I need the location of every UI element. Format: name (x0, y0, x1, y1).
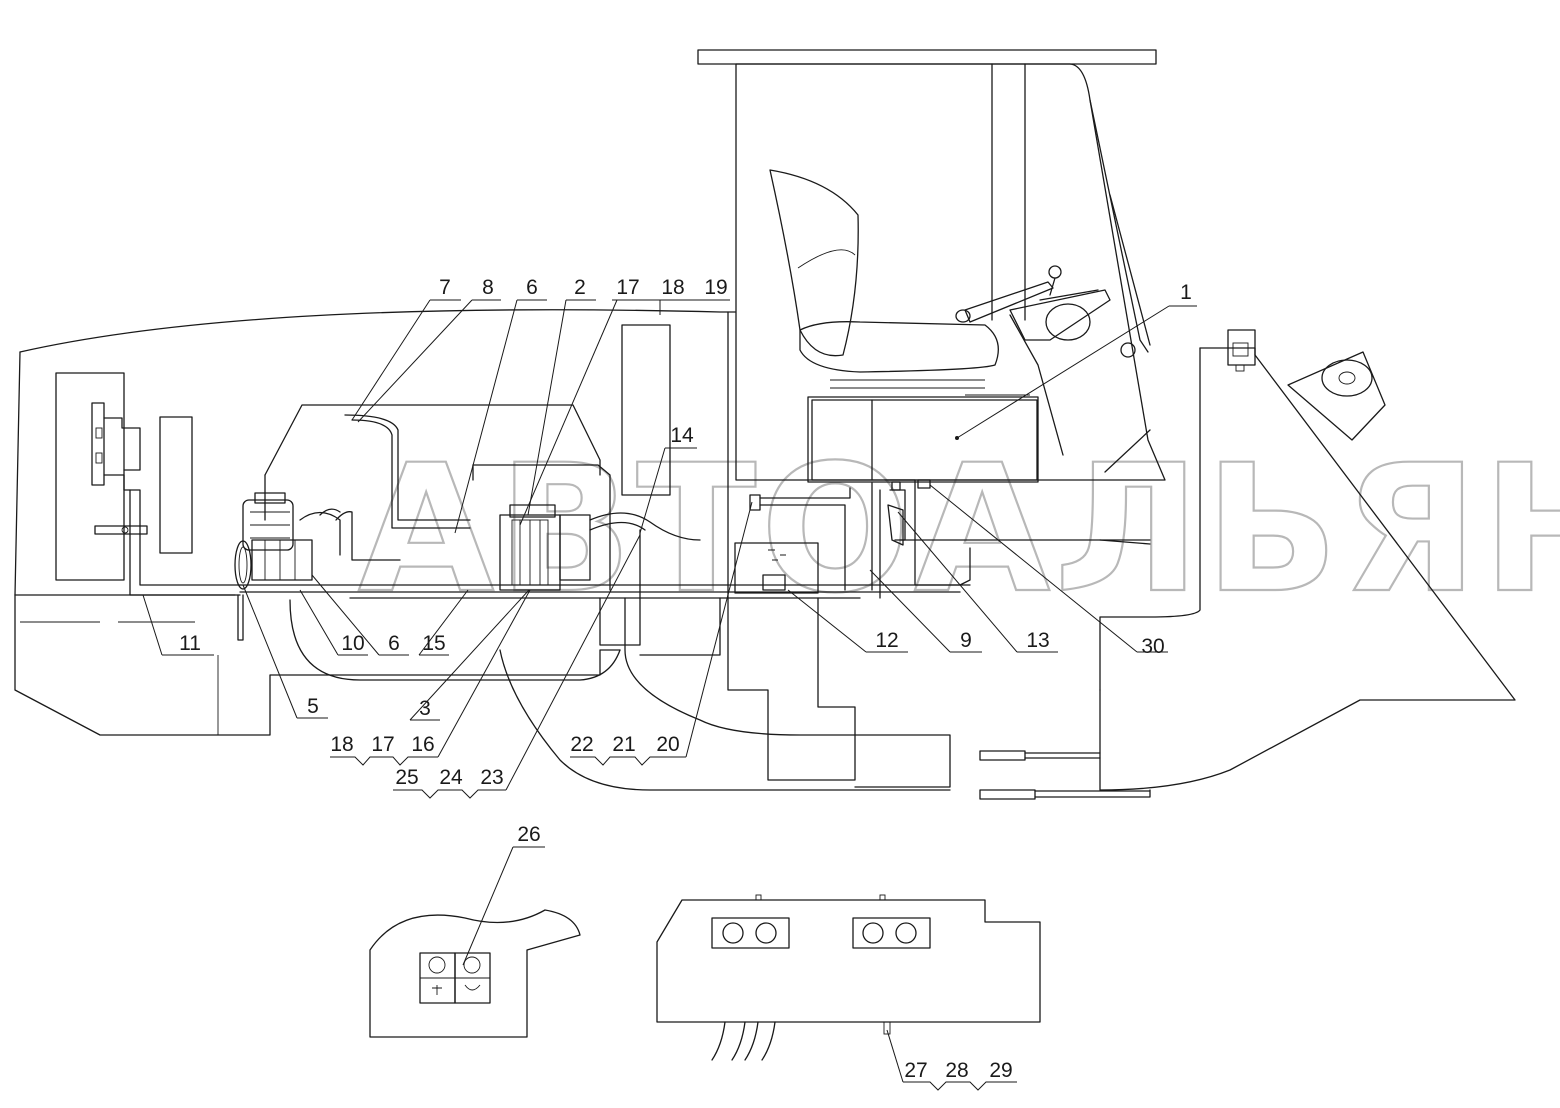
leader-lines (142, 299, 1197, 1091)
callout-12: 12 (875, 629, 898, 652)
callout-17-group: 17 (371, 733, 394, 756)
callout-3: 3 (419, 697, 431, 720)
machine-body (14, 309, 1516, 800)
callout-21: 21 (612, 733, 635, 756)
callout-labels: 1 7 8 6 2 17 18 19 14 11 10 6 15 5 3 12 … (179, 276, 1192, 1082)
callout-27: 27 (904, 1059, 927, 1082)
callout-9: 9 (960, 629, 972, 652)
callout-15: 15 (422, 632, 445, 655)
callout-2: 2 (574, 276, 586, 299)
callout-8: 8 (482, 276, 494, 299)
callout-14: 14 (670, 424, 694, 447)
callout-18-group: 18 (330, 733, 353, 756)
callout-18-top: 18 (661, 276, 684, 299)
callout-17-top: 17 (616, 276, 639, 299)
callout-19: 19 (704, 276, 727, 299)
switch-panel-detail (369, 909, 581, 1038)
callout-26: 26 (517, 823, 540, 846)
callout-10: 10 (341, 632, 364, 655)
air-vent-panel-detail (656, 894, 1041, 1061)
callout-1: 1 (1180, 281, 1192, 304)
callout-23: 23 (480, 766, 503, 789)
callout-24: 24 (439, 766, 463, 789)
callout-22: 22 (570, 733, 593, 756)
callout-11: 11 (179, 632, 201, 655)
callout-6-top: 6 (526, 276, 538, 299)
callout-13: 13 (1026, 629, 1049, 652)
callout-20: 20 (656, 733, 679, 756)
callout-25: 25 (395, 766, 418, 789)
callout-29: 29 (989, 1059, 1012, 1082)
callout-28: 28 (945, 1059, 968, 1082)
callout-7: 7 (439, 276, 451, 299)
callout-30: 30 (1141, 635, 1164, 658)
callout-6-bottom: 6 (388, 632, 400, 655)
callout-16: 16 (411, 733, 434, 756)
cabin (697, 49, 1166, 599)
callout-5: 5 (307, 695, 319, 718)
